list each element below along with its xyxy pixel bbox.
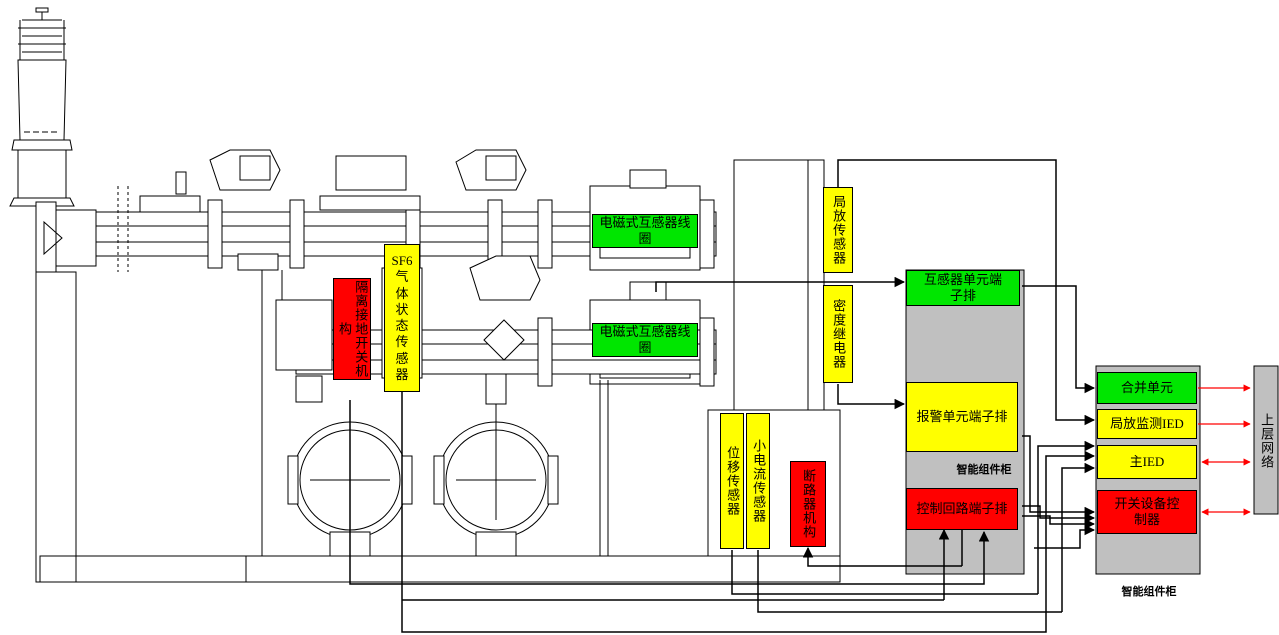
alarm-terminal-block: 报警单元端子排 — [906, 382, 1018, 452]
sf6-gas-sensor-label: SF6气体状态传感器 — [391, 253, 413, 382]
disconnect-earthing-mechanism: 隔离接地开关机构 — [333, 278, 371, 380]
transformer-terminal-block: 互感器单元端子排 — [906, 270, 1020, 306]
bushing — [9, 7, 75, 207]
pd-sensor: 局放传感器 — [823, 187, 853, 273]
merging-unit: 合并单元 — [1097, 372, 1197, 404]
switchgear-controller: 开关设备控制器 — [1097, 490, 1197, 534]
main-ied: 主IED — [1097, 445, 1197, 479]
position-sensor: 位移传感器 — [720, 413, 744, 549]
pd-monitoring-ied: 局放监测IED — [1097, 409, 1197, 439]
inner-cabinet-title: 智能组件柜 — [956, 463, 1012, 477]
small-current-sensor: 小电流传感器 — [746, 413, 770, 549]
upper-network-box — [1253, 365, 1279, 515]
network-links — [1198, 384, 1251, 516]
breaker-mechanism: 断路器机构 — [790, 461, 826, 547]
signal-wiring — [349, 159, 1096, 633]
gis-equipment-drawing — [9, 7, 841, 583]
density-relay: 密度继电器 — [823, 285, 853, 383]
outer-cabinet-title: 智能组件柜 — [1121, 585, 1177, 599]
sf6-gas-sensor: SF6气体状态传感器 — [384, 244, 420, 392]
upper-network: 上层网络 — [1259, 413, 1275, 469]
ct-coil-bottom: 电磁式互感器线圈 — [592, 323, 698, 357]
ct-coil-top: 电磁式互感器线圈 — [592, 214, 698, 248]
control-terminal-block: 控制回路端子排 — [906, 488, 1018, 530]
